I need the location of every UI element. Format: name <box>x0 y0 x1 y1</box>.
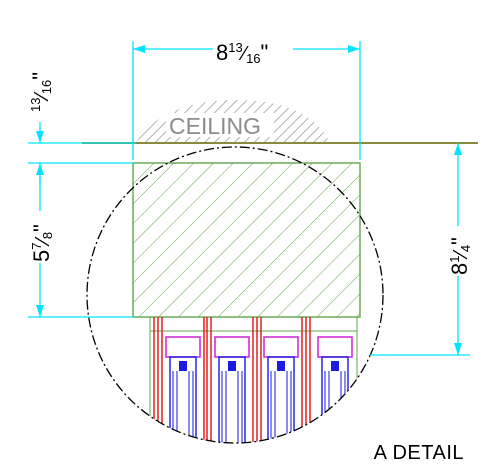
dimension-width-whole: 8 <box>216 40 228 65</box>
dimension-width-den: 16 <box>246 51 260 66</box>
dimension-gap: 13⁄16" <box>28 72 54 112</box>
dimension-gap-num: 13 <box>28 98 43 112</box>
detail-circle <box>86 146 384 444</box>
dimension-overall-den: 4 <box>458 245 473 252</box>
frame-unit <box>263 336 299 443</box>
svg-text:57⁄8": 57⁄8" <box>29 224 55 262</box>
dimension-block: 57⁄8" <box>29 211 55 263</box>
dimension-overall-whole: 8 <box>447 263 472 275</box>
dimension-overall-num: 1 <box>447 256 462 263</box>
dimension-overall: 81⁄4" <box>447 226 473 276</box>
dimension-overall-unit: " <box>447 237 472 245</box>
dimension-width-unit: " <box>261 40 269 65</box>
frame-unit <box>317 336 353 443</box>
dimension-width-num: 13 <box>228 40 242 55</box>
mullions <box>153 317 311 443</box>
dimension-block-whole: 5 <box>29 250 54 262</box>
hatched-block <box>132 162 361 318</box>
frame-unit <box>165 336 201 443</box>
dimension-width: 813⁄16" <box>213 38 293 66</box>
dimension-gap-den: 16 <box>39 80 54 94</box>
ceiling-label-group: CEILING <box>166 113 274 139</box>
dimension-block-num: 7 <box>29 243 44 250</box>
svg-text:13⁄16": 13⁄16" <box>28 72 54 112</box>
ceiling-label: CEILING <box>169 113 261 139</box>
svg-text:81⁄4": 81⁄4" <box>447 237 473 275</box>
dimension-gap-unit: " <box>28 72 53 80</box>
dimension-block-unit: " <box>29 224 54 232</box>
frame-assembly <box>149 316 358 443</box>
frame-unit <box>214 336 250 443</box>
detail-title: A DETAIL <box>373 442 464 464</box>
dimension-block-den: 8 <box>40 232 55 239</box>
svg-text:813⁄16": 813⁄16" <box>216 40 268 66</box>
